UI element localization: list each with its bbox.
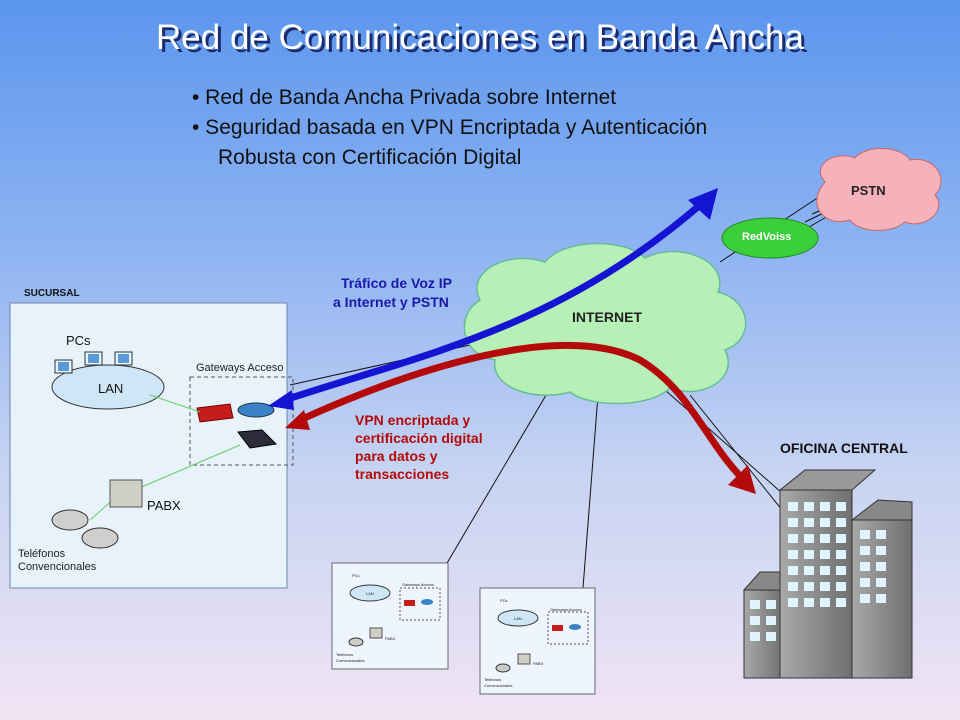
pstn-label: PSTN bbox=[851, 183, 886, 198]
mini-2-phones-label-2: Convencionales bbox=[484, 683, 513, 688]
redvoiss-node bbox=[721, 217, 819, 259]
internet-cloud bbox=[463, 242, 747, 405]
mini-2-gateways-label: Gateways Acceso bbox=[550, 607, 582, 612]
router-icon bbox=[237, 402, 275, 418]
internet-label: INTERNET bbox=[572, 309, 642, 325]
central-office-building bbox=[742, 469, 913, 679]
lan-ellipse bbox=[51, 364, 165, 410]
branch-office-box bbox=[9, 302, 288, 589]
vpn-label-line-4: transacciones bbox=[355, 466, 450, 482]
mini-1-phones-label-1: Teléfonos bbox=[336, 652, 354, 657]
phones-label-line-1: Teléfonos bbox=[18, 548, 66, 560]
pabx-label: PABX bbox=[147, 498, 181, 513]
pc-icon bbox=[54, 351, 133, 374]
pcs-label: PCs bbox=[66, 333, 91, 348]
lan-label: LAN bbox=[98, 381, 124, 396]
connection-lines bbox=[289, 194, 849, 589]
pabx-icon bbox=[109, 479, 143, 508]
mini-2-pcs-label: PCs bbox=[500, 598, 508, 603]
vpn-arrow bbox=[285, 341, 756, 494]
phones-label-line-2: Convencionales bbox=[18, 561, 97, 573]
mini-branch-box-2 bbox=[479, 587, 596, 695]
mini-1-lan-label: LAN bbox=[366, 591, 374, 596]
mini-2-pabx-label: PABX bbox=[533, 661, 544, 666]
redvoiss-label: RedVoiss bbox=[742, 231, 792, 243]
telephone-icon bbox=[51, 509, 119, 549]
central-office-label: OFICINA CENTRAL bbox=[780, 440, 908, 456]
voip-traffic-arrow bbox=[268, 188, 718, 410]
mini-1-pcs-label: PCs bbox=[352, 573, 360, 578]
mini-2-lan-label: LAN bbox=[514, 616, 522, 621]
mini-1-phones-label-2: Convencionales bbox=[336, 658, 365, 663]
gateways-label: Gateways Acceso bbox=[196, 362, 284, 374]
voip-label-line-2: a Internet y PSTN bbox=[333, 294, 449, 310]
branch-label: SUCURSAL bbox=[24, 288, 80, 299]
pstn-cloud bbox=[816, 148, 942, 231]
page-title: Red de Comunicaciones en Banda Ancha bbox=[156, 18, 804, 57]
bullet-1: • Red de Banda Ancha Privada sobre Inter… bbox=[192, 86, 617, 109]
bullet-2: • Seguridad basada en VPN Encriptada y A… bbox=[192, 116, 708, 139]
gateway-device-icon bbox=[237, 429, 278, 449]
voip-label-line-1: Tráfico de Voz IP bbox=[341, 275, 452, 291]
vpn-label-line-3: para datos y bbox=[355, 448, 438, 464]
mini-1-pabx-label: PABX bbox=[385, 636, 396, 641]
mini-1-gateways-label: Gateways Acceso bbox=[402, 582, 434, 587]
firewall-icon bbox=[196, 403, 234, 423]
vpn-label-line-2: certificación digital bbox=[355, 430, 483, 446]
bullet-2-continued: Robusta con Certificación Digital bbox=[218, 146, 522, 169]
mini-branch-box-1 bbox=[331, 562, 449, 670]
vpn-label-line-1: VPN encriptada y bbox=[355, 412, 471, 428]
mini-2-phones-label-1: Teléfonos bbox=[484, 677, 502, 682]
